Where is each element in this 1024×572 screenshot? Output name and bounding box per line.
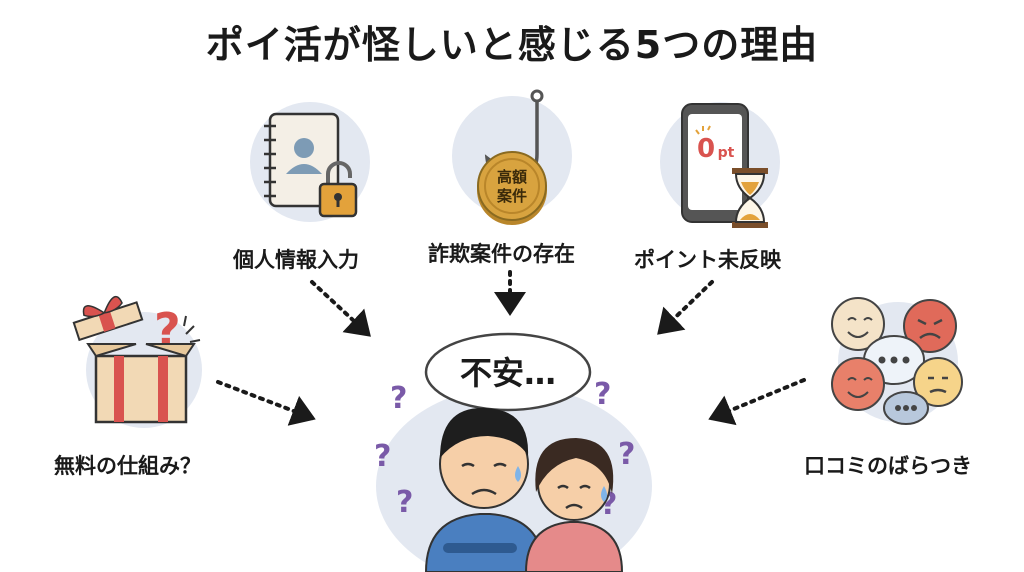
worried-couple-icon: 不安… ? ? ? ? ? ? (374, 332, 652, 572)
reason-label-personal-info: 個人情報入力 (233, 248, 359, 272)
review-faces-icon (831, 297, 963, 425)
reason-label-mixed-reviews: 口コミのばらつき (804, 454, 972, 478)
question-mark: ? (390, 381, 407, 416)
address-book-lock-icon (250, 102, 370, 222)
reason-label-points-missing: ポイント未反映 (634, 248, 781, 272)
phone-points-value: 0 (697, 134, 715, 164)
arrow-points-missing (657, 280, 714, 335)
gift-box-question-icon: ? (72, 295, 202, 428)
phone-points-unit: pt (718, 145, 735, 161)
coin-line2: 案件 (496, 187, 527, 205)
coin-line1: 高額 (497, 168, 527, 186)
arrow-free-mechanism (216, 380, 316, 426)
reason-label-scam-cases: 詐欺案件の存在 (428, 242, 575, 266)
page-title: ポイ活が怪しいと感じる5つの理由 (205, 23, 819, 67)
phone-hourglass-icon: 0 pt (660, 102, 780, 228)
fishhook-coin-icon: 高額 案件 (452, 89, 572, 225)
question-mark: ? (618, 437, 635, 472)
reason-label-free-mechanism: 無料の仕組み？ (54, 454, 201, 478)
question-mark: ? (374, 439, 391, 474)
arrow-personal-info (310, 280, 371, 337)
question-mark: ? (396, 485, 413, 520)
bubble-text: 不安… (460, 354, 556, 392)
arrow-mixed-reviews (708, 378, 806, 426)
worried-man (424, 407, 546, 572)
worried-woman (524, 438, 624, 572)
question-mark: ? (594, 377, 611, 412)
